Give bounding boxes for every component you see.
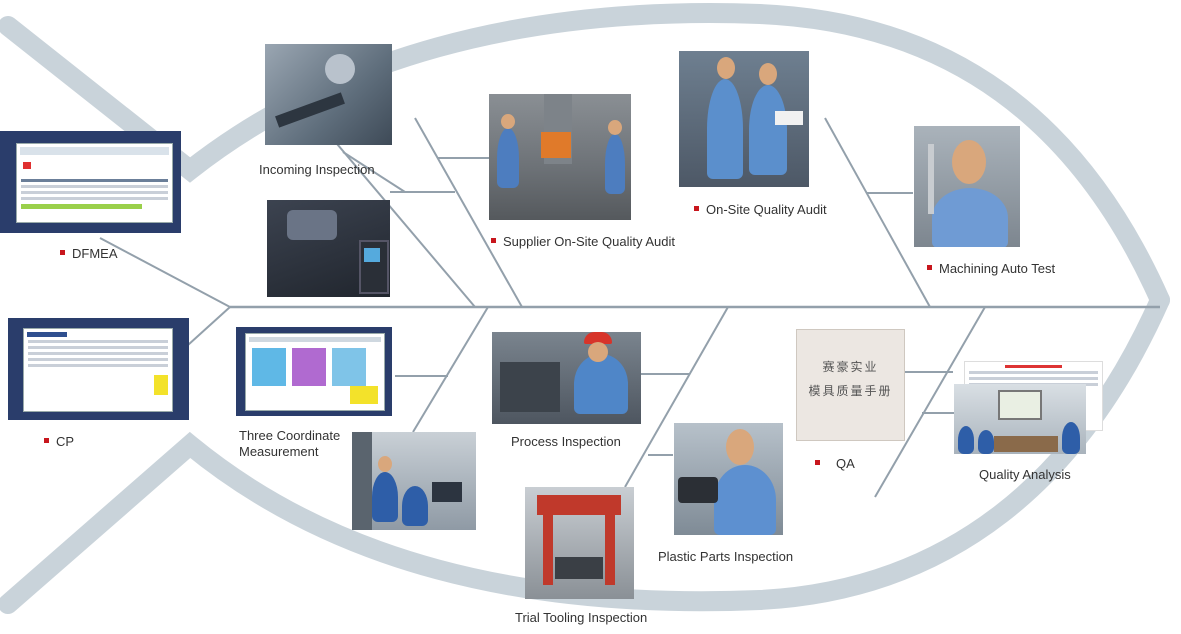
dfmea-text: DFMEA [72,246,118,261]
bullet-icon [60,250,65,256]
quality-analysis-label: Quality Analysis [979,467,1071,483]
quality-analysis-text: Quality Analysis [979,467,1071,482]
onsite-audit-label: On-Site Quality Audit [694,202,827,218]
bullet-icon [491,238,496,244]
incoming-text: Incoming Inspection [259,162,375,177]
bone-dfmea [99,237,231,308]
cp-text: CP [56,434,75,449]
bone-trial [624,306,729,488]
cp-image [8,318,189,420]
process-label: Process Inspection [511,434,621,450]
supplier-audit-photo [489,94,631,220]
machining-photo [914,126,1020,247]
cp-label: CP [44,434,74,450]
bullet-icon [694,206,699,212]
plastic-parts-photo [674,423,783,535]
bone-qa [874,306,986,498]
cp-doc-sheet [23,328,173,412]
three-coord-doc-sheet [245,333,385,411]
bone-machining [824,117,931,308]
plastic-parts-label: Plastic Parts Inspection [658,549,793,565]
trial-tooling-text: Trial Tooling Inspection [515,610,648,625]
trial-tooling-photo [525,487,634,599]
onsite-audit-text: On-Site Quality Audit [706,202,827,217]
quality-analysis-photo [954,384,1086,454]
incoming-label: Incoming Inspection [259,162,375,178]
incoming-inspection-photo [265,44,392,145]
plastic-parts-text: Plastic Parts Inspection [658,549,794,564]
onsite-audit-photo [679,51,809,187]
bullet-icon [44,438,49,444]
process-inspection-photo [492,332,641,424]
bone-supplier [414,117,523,308]
fish-lower-body [0,290,1170,614]
qa-book-title-line1: 赛豪实业 [822,360,879,374]
qa-text: QA [836,456,855,471]
dfmea-doc-sheet [16,143,173,223]
dfmea-label: DFMEA [60,246,118,262]
dfmea-image [0,131,181,233]
incoming-gauge-photo [267,200,390,297]
three-coord-label: Three Coordinate Measurement [239,428,340,460]
bone-three-coord [412,306,489,433]
three-coord-report-image [236,327,392,416]
bone-incoming-branch-a [342,151,406,193]
bullet-icon [815,460,820,466]
qa-label: QA [815,456,855,472]
three-coord-photo [352,432,476,530]
bullet-icon [927,265,932,271]
trial-tooling-label: Trial Tooling Inspection [515,610,647,626]
bone-cp [187,306,231,346]
three-coord-text-line2: Measurement [239,444,319,459]
supplier-audit-label: Supplier On-Site Quality Audit [491,234,675,250]
three-coord-text-line1: Three Coordinate [239,428,341,443]
machining-label: Machining Auto Test [927,261,1055,277]
machining-text: Machining Auto Test [939,261,1056,276]
qa-manual-image: 赛豪实业 模具质量手册 [796,329,905,441]
process-text: Process Inspection [511,434,621,449]
qa-book-title-line2: 模具质量手册 [808,384,893,398]
supplier-audit-text: Supplier On-Site Quality Audit [503,234,675,249]
